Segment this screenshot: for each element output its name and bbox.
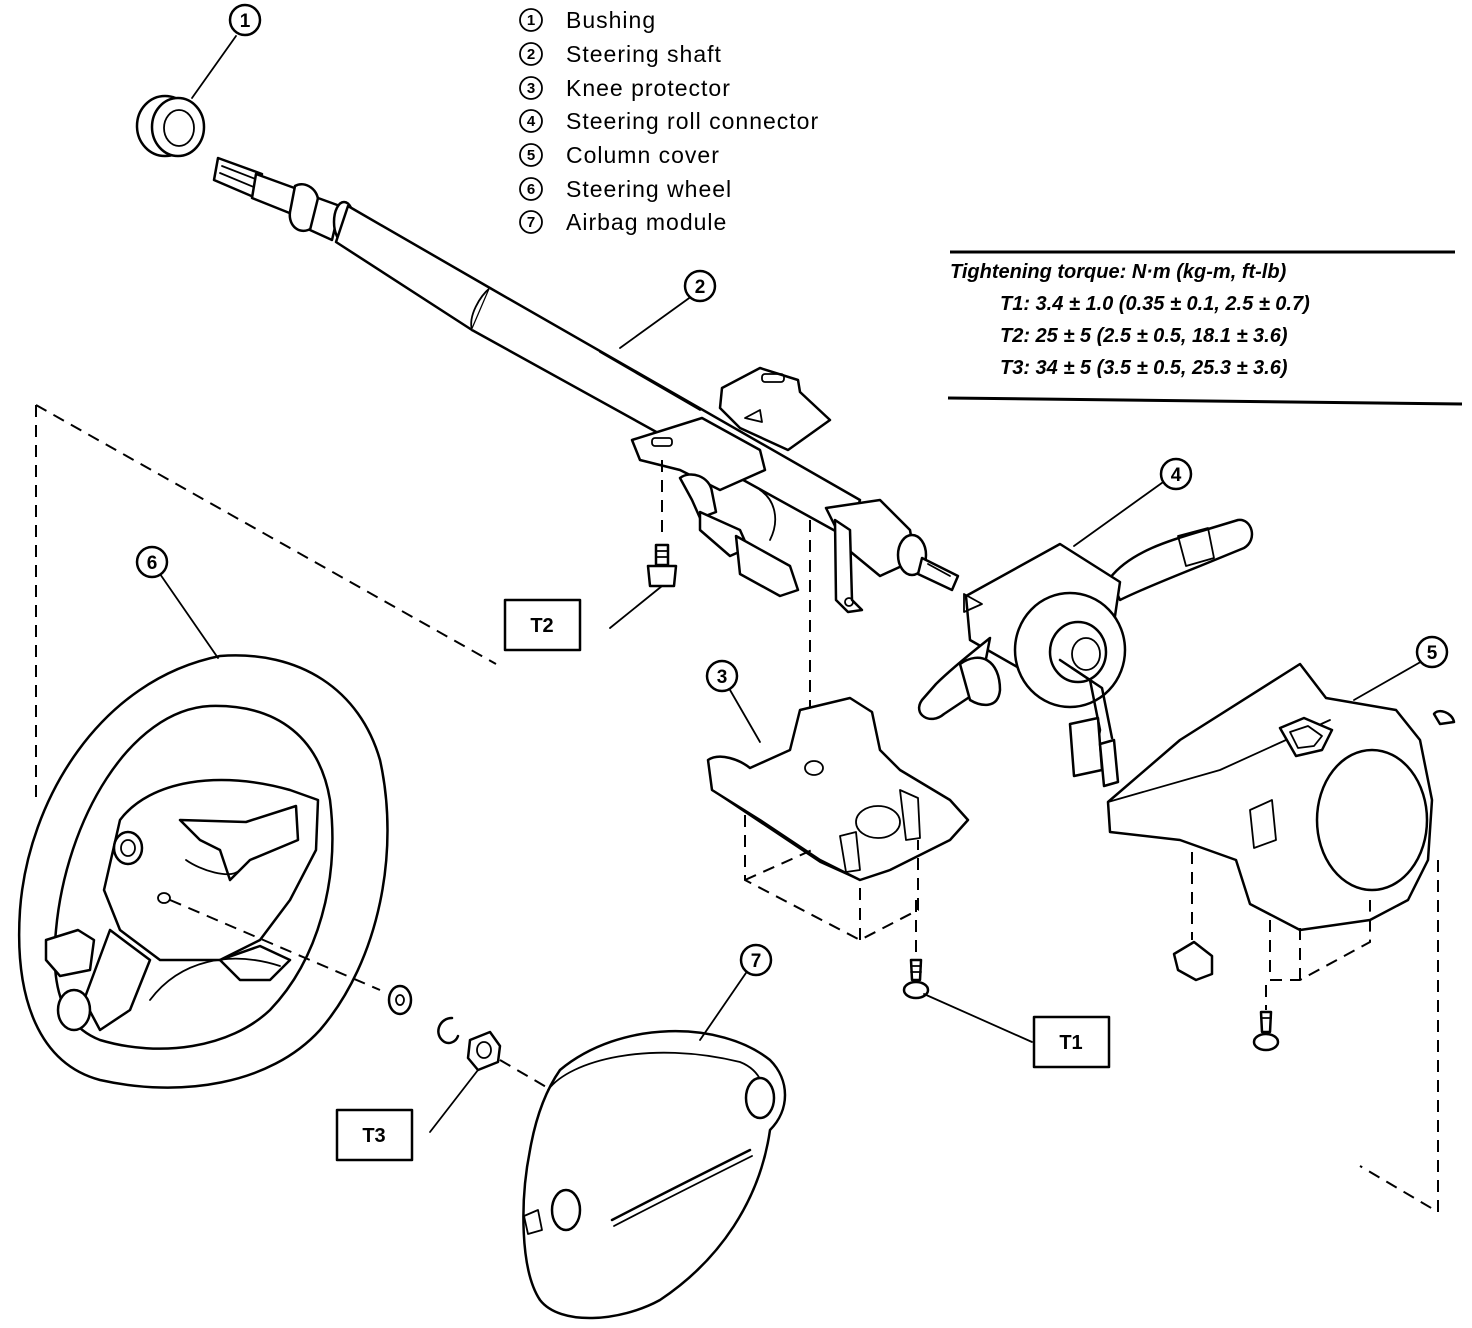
legend-item-2: 2 Steering shaft xyxy=(519,41,722,67)
legend-label: Column cover xyxy=(566,142,720,168)
torque-line-t2: T2: 25 ± 5 (2.5 ± 0.5, 18.1 ± 3.6) xyxy=(1000,325,1288,347)
steering-shaft-part xyxy=(212,156,960,614)
legend-item-4: 4 Steering roll connector xyxy=(519,108,819,134)
callout-roll: 4 xyxy=(1159,457,1193,491)
legend-num: 4 xyxy=(527,113,536,130)
callout-number: 3 xyxy=(717,667,728,688)
legend-num: 3 xyxy=(527,80,535,97)
steering-wheel-part xyxy=(17,404,497,1089)
legend-item-5: 5 Column cover xyxy=(519,142,720,168)
legend-item-3: 3 Knee protector xyxy=(519,75,731,101)
legend-item-6: 6 Steering wheel xyxy=(519,176,732,202)
callout-number: 4 xyxy=(1171,465,1182,486)
legend-num: 7 xyxy=(527,214,535,231)
callout-cover: 5 xyxy=(1415,635,1449,669)
torque-spec-block: Tightening torque: N·m (kg-m, ft-lb) T1:… xyxy=(947,250,1463,406)
callout-airbag: 7 xyxy=(739,943,773,977)
legend-label: Steering wheel xyxy=(566,176,732,202)
torque-line-t1: T1: 3.4 ± 1.0 (0.35 ± 0.1, 2.5 ± 0.7) xyxy=(1000,293,1310,315)
legend-label: Airbag module xyxy=(566,209,727,235)
callout-number: 6 xyxy=(147,553,158,574)
torque-heading: Tightening torque: N·m (kg-m, ft-lb) xyxy=(950,261,1287,283)
legend-num: 2 xyxy=(527,46,535,63)
t1-screw xyxy=(902,900,1033,1043)
callout-knee: 3 xyxy=(705,659,739,693)
wheel-fasteners xyxy=(387,984,549,1133)
callout-number: 1 xyxy=(240,11,251,32)
t1-label-box: T1 xyxy=(1032,1015,1111,1069)
column-cover-part xyxy=(1106,659,1456,1214)
t2-bolt xyxy=(609,460,678,629)
t2-label: T2 xyxy=(530,615,553,637)
legend-item-1: 1 Bushing xyxy=(519,7,656,33)
legend-num: 5 xyxy=(527,147,535,164)
airbag-module-part xyxy=(522,969,787,1320)
parts-legend: 1 Bushing 2 Steering shaft 3 Knee protec… xyxy=(519,7,819,235)
legend-label: Steering roll connector xyxy=(566,108,819,134)
t1-label: T1 xyxy=(1059,1032,1082,1054)
callout-number: 5 xyxy=(1427,643,1438,664)
legend-num: 1 xyxy=(527,12,535,29)
legend-label: Knee protector xyxy=(566,75,731,101)
bushing-part xyxy=(135,35,237,158)
t2-label-box: T2 xyxy=(503,598,582,652)
callout-shaft: 2 xyxy=(683,269,717,303)
knee-protector-part xyxy=(706,520,970,942)
t3-label: T3 xyxy=(362,1125,385,1147)
legend-label: Steering shaft xyxy=(566,41,722,67)
roll-connector-part xyxy=(918,479,1254,788)
callout-wheel: 6 xyxy=(135,545,169,579)
callout-number: 7 xyxy=(751,951,762,972)
callout-number: 2 xyxy=(695,277,706,298)
legend-item-7: 7 Airbag module xyxy=(519,209,727,235)
torque-bottom-rule xyxy=(947,396,1463,406)
legend-label: Bushing xyxy=(566,7,656,33)
t3-label-box: T3 xyxy=(335,1108,414,1162)
callout-bushing: 1 xyxy=(228,3,262,37)
legend-num: 6 xyxy=(527,181,535,198)
torque-line-t3: T3: 34 ± 5 (3.5 ± 0.5, 25.3 ± 3.6) xyxy=(1000,357,1288,379)
